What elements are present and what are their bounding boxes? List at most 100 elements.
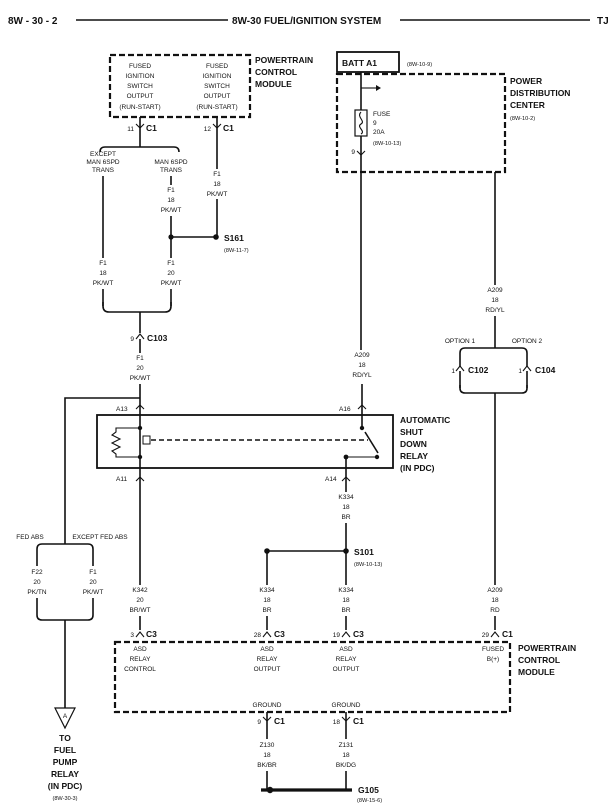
connector-cavity: 1: [518, 368, 522, 375]
pin-cavity: 19: [333, 632, 341, 639]
wire-label-k334-upper: K334 18 BR: [338, 494, 354, 521]
page-title: 8W-30 FUEL/IGNITION SYSTEM: [232, 16, 381, 27]
pdc: FUSE 9 20A (8W-10-13) 9 POWER DISTRIBUTI…: [335, 72, 570, 350]
pcm-top-col2-line: FUSED: [206, 63, 228, 70]
relay-pin-a14: A14: [325, 476, 337, 483]
fuel-pump-relay-ref: A TO FUEL PUMP RELAY (IN PDC) (8W-30-3): [48, 707, 82, 802]
connector-cavity: 9: [130, 336, 134, 343]
coil-marker-icon: [142, 435, 151, 445]
split-left-label: FED ABS: [16, 534, 44, 541]
pdc-outline: [335, 72, 507, 174]
pcm-top-col1-line: SWITCH: [127, 83, 153, 90]
wire-gauge: 18: [342, 597, 350, 604]
ground-ref: (8W-15-6): [357, 798, 382, 804]
wire-color: BR: [341, 514, 350, 521]
wire-gauge: 18: [491, 297, 499, 304]
wire-label-a209-pdc: A209 18 RD/YL: [485, 287, 505, 314]
wire-color: BK/BR: [257, 762, 277, 769]
splice-id: S161: [224, 233, 244, 243]
relay-name: SHUT: [400, 427, 424, 437]
splice-dot: [264, 548, 270, 554]
pin-function: ASD: [339, 646, 353, 653]
fuse-ref: (8W-10-13): [373, 141, 401, 147]
abs-split: FED ABS EXCEPT FED ABS: [16, 534, 128, 708]
pin-cavity: 28: [254, 632, 262, 639]
ground-pin-label: GROUND: [253, 702, 282, 709]
wire-color: RD/YL: [352, 372, 372, 379]
split-right-label: TRANS: [160, 167, 183, 174]
pcm-top-col1-line: OUTPUT: [127, 93, 154, 100]
pdc-name: CENTER: [510, 100, 545, 110]
fuel-pump-line: FUEL: [54, 745, 76, 755]
wire-runs-upper-left: [64, 117, 218, 544]
fuse-number: 9: [373, 120, 377, 127]
wire-label-z130: Z130 18 BK/BR: [257, 742, 277, 769]
wire-gauge: 18: [213, 181, 221, 188]
batt-ref: (8W-10-9): [407, 62, 432, 68]
pin-connector: C1: [353, 716, 364, 726]
wire-color: PK/WT: [83, 589, 104, 596]
wire-color: PK/WT: [207, 191, 228, 198]
pcm-top-col1-line: IGNITION: [126, 73, 155, 80]
relay-pin-a16: A16: [339, 406, 351, 413]
pcm-bottom: 3 C3 28 C3 19 C3 29 C1 ASD RELAY CONTROL…: [113, 629, 576, 726]
wire-circuit: A209: [487, 287, 503, 294]
wire-circuit: F1: [167, 260, 175, 267]
pcm-top-name: MODULE: [255, 79, 292, 89]
wire-gauge: 18: [342, 504, 350, 511]
relay-name: AUTOMATIC: [400, 415, 450, 425]
wire-circuit: A209: [354, 352, 370, 359]
battery-feed: BATT A1 (8W-10-9): [336, 51, 432, 73]
wire-color: RD/YL: [485, 307, 505, 314]
wire-label-f22: F22 20 PK/TN: [27, 569, 46, 596]
pdc-name: DISTRIBUTION: [510, 88, 570, 98]
wire-label-f1-man-lower: F1 20 PK/WT: [161, 260, 182, 287]
wire-label-a209-asd: A209 18 RD/YL: [352, 352, 372, 379]
fuse-rating: 20A: [373, 129, 385, 136]
wire-runs-right: [459, 172, 528, 630]
wire-circuit: F1: [136, 355, 144, 362]
pcm-bottom-name: POWERTRAIN: [518, 643, 576, 653]
fuel-pump-line: PUMP: [53, 757, 78, 767]
wire-label-k342: K342 20 BR/WT: [130, 587, 151, 614]
pcm-top: FUSED IGNITION SWITCH OUTPUT (RUN-START)…: [108, 53, 313, 133]
wire-color: PK/WT: [161, 280, 182, 287]
pcm-bottom-name: CONTROL: [518, 655, 560, 665]
splice-ref: (8W-10-13): [354, 562, 382, 568]
connector-icon: [455, 365, 465, 372]
wire-color: PK/WT: [130, 375, 151, 382]
fuel-pump-line: TO: [59, 733, 71, 743]
relay-name: RELAY: [400, 451, 428, 461]
splice-dot: [213, 234, 219, 240]
connector-icon: [135, 404, 145, 410]
pdc-ref: (8W-10-2): [510, 116, 535, 122]
splice-ref: (8W-11-7): [224, 248, 249, 254]
arrow-right-icon: [376, 85, 381, 91]
wire-gauge: 18: [358, 362, 366, 369]
ground-runs: [266, 712, 347, 790]
connector-c103: 9 C103: [130, 333, 167, 343]
wire-color: BR: [341, 607, 350, 614]
connector-icon: [341, 631, 351, 638]
split-left-label: TRANS: [92, 167, 115, 174]
connector-id: C103: [147, 333, 168, 343]
pin-function: FUSED: [482, 646, 504, 653]
wire-circuit: A209: [487, 587, 503, 594]
wire-circuit: K334: [259, 587, 275, 594]
split-right-label: MAN 6SPD: [154, 159, 188, 166]
wire-circuit: F1: [167, 187, 175, 194]
connector-icon: [262, 631, 272, 638]
pin-connector: C1: [223, 123, 234, 133]
wire-circuit: F1: [99, 260, 107, 267]
wire-gauge: 18: [99, 270, 107, 277]
wire-gauge: 20: [33, 579, 41, 586]
splice-dot: [168, 234, 174, 240]
splice-s161: S161 (8W-11-7): [168, 233, 249, 254]
offpage-symbol: A: [63, 713, 68, 720]
fuse-icon: [354, 109, 368, 137]
pdc-cavity: 9: [351, 149, 355, 156]
wire-circuit: K342: [132, 587, 148, 594]
relay-name: (IN PDC): [400, 463, 435, 473]
relay-name: DOWN: [400, 439, 427, 449]
pcm-top-col2-line: SWITCH: [204, 83, 230, 90]
